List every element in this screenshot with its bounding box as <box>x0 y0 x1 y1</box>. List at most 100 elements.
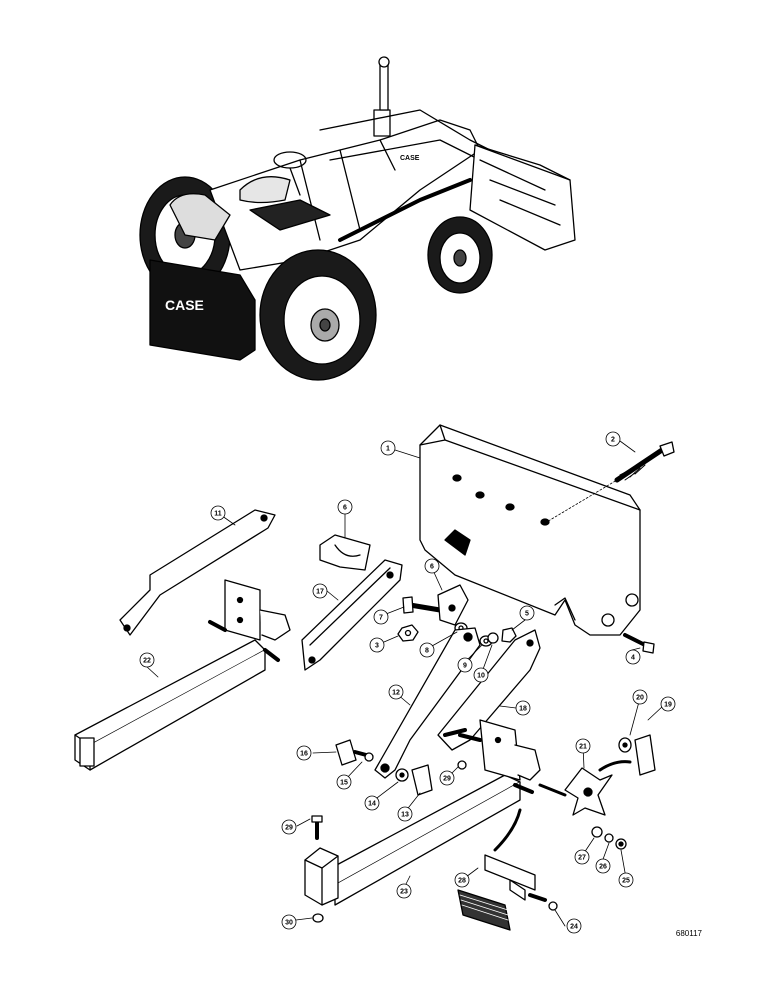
tractor-illustration: CASE <box>139 56 576 381</box>
callout-17: 17 <box>316 589 324 596</box>
callout-12: 12 <box>392 690 400 697</box>
callout-11: 11 <box>214 511 222 518</box>
callout-circle <box>454 872 470 888</box>
callout-28: 28 <box>458 878 466 885</box>
callout-18: 18 <box>519 706 527 713</box>
callout-circle <box>369 637 385 653</box>
callout-circle <box>312 583 328 599</box>
callout-circle <box>575 738 591 754</box>
part-bolt-7 <box>402 596 443 614</box>
part-long-bolt <box>544 441 675 524</box>
part-nut-3 <box>397 624 419 642</box>
callout-circle <box>388 684 404 700</box>
callout-circle <box>605 431 621 447</box>
callout-labels: 1 2 3 4 5 6 6 7 8 9 10 11 12 13 14 15 16… <box>143 437 672 931</box>
part-rail-22 <box>74 579 291 771</box>
callout-circle <box>281 914 297 930</box>
part-washer-15 <box>364 752 374 762</box>
part-washer-10 <box>487 632 499 644</box>
callout-circle <box>473 667 489 683</box>
arrow-to-28 <box>493 808 522 852</box>
part-washer-24 <box>548 901 558 911</box>
callout-circle <box>296 745 312 761</box>
callout-circle <box>574 849 590 865</box>
part-clamp-6a <box>319 534 371 571</box>
callout-circle <box>397 806 413 822</box>
callout-23: 23 <box>400 889 408 896</box>
callout-1: 1 <box>386 446 390 453</box>
part-washer-27 <box>591 826 603 838</box>
callout-circle <box>139 652 155 668</box>
callout-8: 8 <box>425 648 429 655</box>
callout-circle <box>336 774 352 790</box>
callout-circle <box>632 689 648 705</box>
callout-circle <box>337 499 353 515</box>
part-block-30 <box>304 847 339 906</box>
rear-right-tire <box>259 249 377 381</box>
callout-circle <box>457 657 473 673</box>
callout-22: 22 <box>143 658 151 665</box>
part-block-19 <box>634 734 656 776</box>
callout-circle <box>380 440 396 456</box>
callout-circle <box>439 770 455 786</box>
callout-circle <box>373 609 389 625</box>
callout-2: 2 <box>611 437 615 444</box>
callout-circle <box>396 883 412 899</box>
callout-circle <box>566 918 582 934</box>
callout-5: 5 <box>525 611 529 618</box>
part-brace-bar-11 <box>119 509 276 636</box>
part-washer-26 <box>604 833 614 843</box>
part-bracket-18 <box>437 629 541 751</box>
callout-27: 27 <box>578 855 586 862</box>
part-knob-21 <box>538 767 613 816</box>
front-tire <box>427 216 493 294</box>
tractor-body: CASE <box>169 56 481 271</box>
callout-circle <box>210 505 226 521</box>
callout-circle <box>424 558 440 574</box>
callout-16: 16 <box>300 751 308 758</box>
callout-24: 24 <box>570 924 578 931</box>
callout-29-right: 29 <box>443 776 451 783</box>
part-washer-14 <box>395 768 409 782</box>
part-angle-bracket-6b <box>437 584 469 626</box>
callout-6-upper: 6 <box>343 505 347 512</box>
callout-circle <box>364 795 380 811</box>
part-counterweight-block <box>419 424 641 636</box>
part-rail-23 <box>317 719 541 906</box>
part-nut-30 <box>312 913 324 923</box>
weight-brand-text: CASE <box>165 297 204 313</box>
callout-25: 25 <box>622 878 630 885</box>
callout-26: 26 <box>599 864 607 871</box>
callouts <box>139 431 676 934</box>
callout-circle <box>660 696 676 712</box>
callout-circle <box>281 819 297 835</box>
part-clamp-plate-28 <box>457 854 547 931</box>
tractor-counterweight: CASE <box>149 259 256 361</box>
callout-4: 4 <box>631 655 635 662</box>
part-bolt-29a <box>311 815 323 840</box>
callout-29-left: 29 <box>285 825 293 832</box>
loader-assembly <box>319 109 576 251</box>
part-nut-5 <box>501 627 517 643</box>
arrow-to-19 <box>598 760 632 772</box>
callout-15: 15 <box>340 780 348 787</box>
callout-circle <box>625 649 641 665</box>
callout-10: 10 <box>477 673 485 680</box>
part-washer-20 <box>618 737 632 753</box>
part-block-16 <box>335 739 372 766</box>
callout-30: 30 <box>285 920 293 927</box>
part-nut-25 <box>615 838 627 850</box>
callout-circle <box>618 872 634 888</box>
callout-7: 7 <box>379 615 383 622</box>
callout-3: 3 <box>375 643 379 650</box>
callout-circle <box>519 605 535 621</box>
callout-20: 20 <box>636 695 644 702</box>
callout-21: 21 <box>579 744 587 751</box>
callout-14: 14 <box>368 801 376 808</box>
callout-13: 13 <box>401 812 409 819</box>
callout-circle <box>419 642 435 658</box>
part-small-bolt <box>623 633 655 654</box>
callout-19: 19 <box>664 702 672 709</box>
part-link-12 <box>374 627 481 779</box>
